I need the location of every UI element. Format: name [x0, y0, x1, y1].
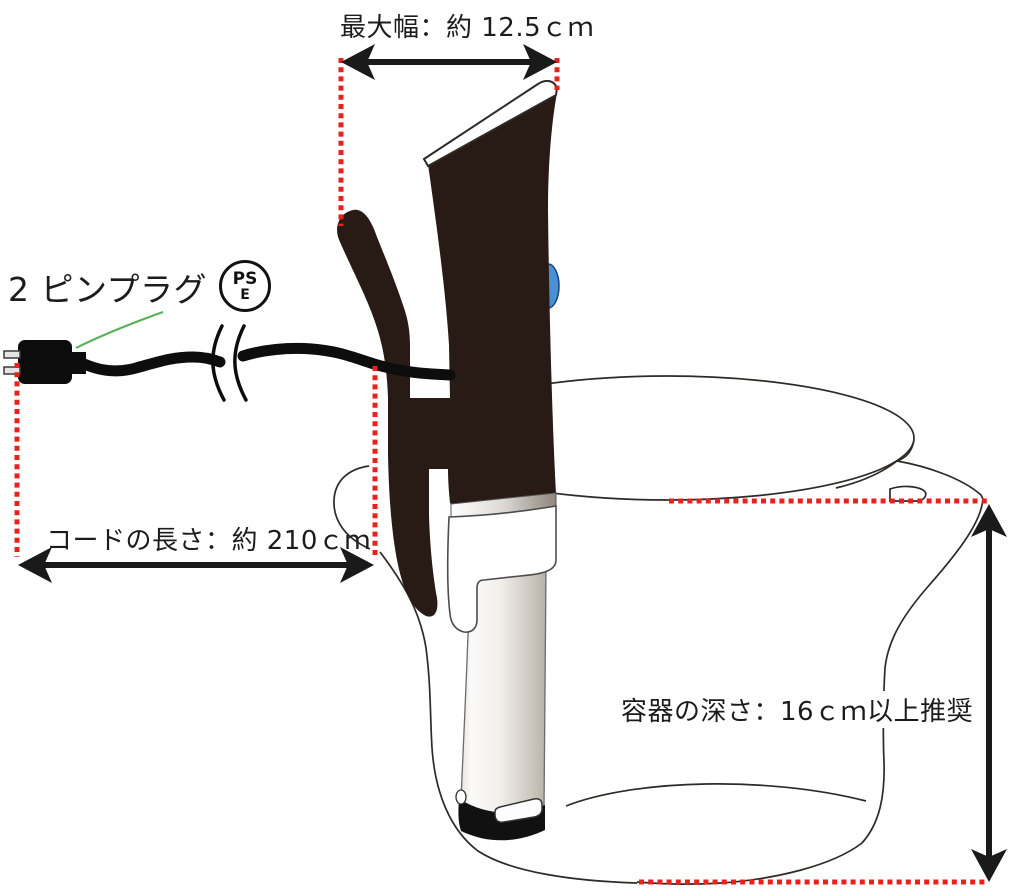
pot-inner-bottom [565, 783, 867, 807]
container-depth-label: 容器の深さ：16ｃｍ以上推奨 [618, 691, 977, 728]
plug-pin [3, 366, 21, 375]
plug-pin [3, 350, 21, 359]
pot-right-side [636, 439, 984, 885]
cord-break-symbol [233, 324, 248, 402]
power-cord-right [237, 342, 456, 381]
pse-mark-ps: PS [232, 268, 258, 289]
pse-mark-e: E [240, 286, 250, 303]
device-illustration [337, 79, 560, 841]
cord-length-arrow [18, 547, 374, 583]
pot-inner-rim [835, 460, 898, 489]
plug-neck [70, 352, 86, 374]
plug-label: 2 ピンプラグ [8, 270, 207, 309]
width-arrow [341, 44, 557, 80]
plastic-collar [446, 505, 557, 633]
device-top-cap [422, 79, 559, 168]
clamp-arm [337, 209, 410, 398]
cylinder-slot [494, 798, 543, 823]
pot-illustration [333, 375, 984, 885]
plug-leader-line [75, 311, 164, 349]
pot-left-handle [333, 465, 371, 550]
pse-mark: PS E [219, 260, 271, 312]
max-width-label: 最大幅：約 12.5ｃｍ [340, 13, 595, 43]
cord-length-label: コードの長さ：約 210ｃｍ [46, 526, 371, 556]
power-cord-left [74, 351, 226, 377]
cylinder-pin-hole [455, 789, 467, 805]
pot-left-side [379, 551, 638, 884]
device-body [388, 93, 557, 617]
cord-break-symbol [211, 324, 226, 402]
power-cord-group [3, 311, 456, 402]
guide-lines [14, 58, 988, 885]
pot-right-tab [889, 485, 927, 502]
power-plug [18, 340, 72, 384]
depth-arrow [971, 504, 1007, 882]
